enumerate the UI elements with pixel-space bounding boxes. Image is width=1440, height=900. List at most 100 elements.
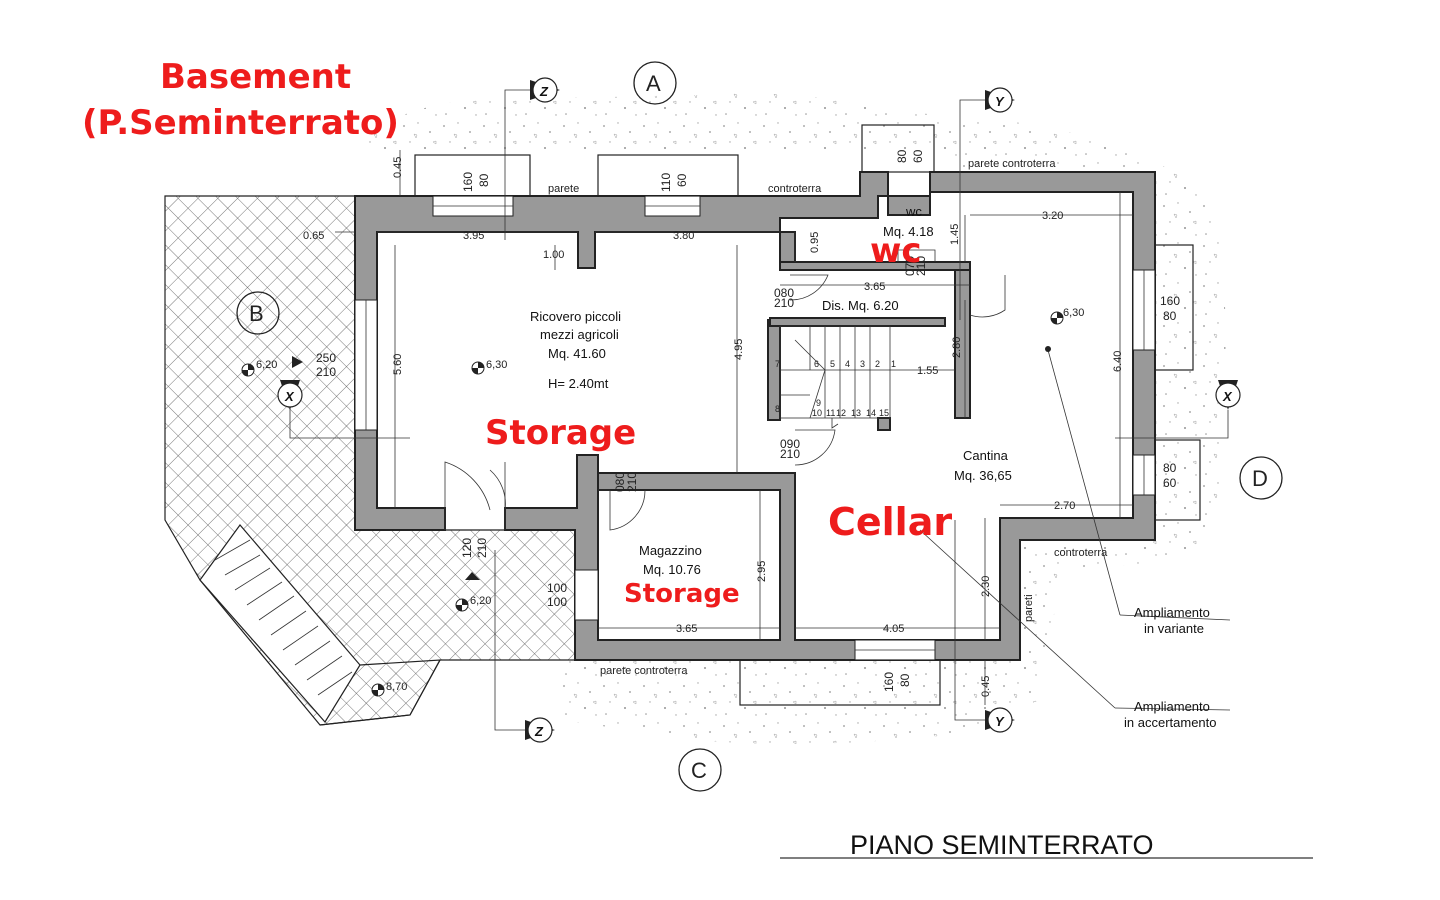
svg-text:5: 5: [830, 359, 835, 369]
room-ricovero-area: Mq. 41.60: [548, 346, 606, 361]
entry-arrow-icon: [465, 572, 480, 580]
door-code: 210: [780, 447, 800, 461]
note-accertamento-line1: Ampliamento: [1134, 699, 1210, 714]
dim-640: 6.40: [1112, 351, 1124, 372]
room-magazzino-name: Magazzino: [639, 543, 702, 558]
door-code: 210: [774, 296, 794, 310]
svg-text:9: 9: [816, 398, 821, 408]
svg-text:8: 8: [775, 404, 780, 414]
dim-295: 2.95: [756, 561, 768, 582]
header-title-it: (P.Seminterrato): [82, 103, 399, 143]
door-code: 080: [613, 472, 627, 492]
wall-label-parete: parete: [548, 183, 579, 195]
grid-marker-d-label: D: [1252, 466, 1268, 491]
walls: [354, 171, 1156, 661]
door-code: 080: [774, 286, 794, 300]
external-stair: [199, 524, 442, 726]
level-marker-icon: [455, 598, 469, 612]
dim-230: 2.30: [980, 576, 992, 597]
dim-155: 1.55: [917, 365, 938, 377]
section-marker-z-top[interactable]: Z: [530, 77, 560, 103]
dim-320: 3.20: [1042, 210, 1063, 222]
level-l3: 6,20: [470, 595, 491, 607]
dim-395: 3.95: [463, 230, 484, 242]
win-code: 80: [898, 673, 912, 687]
section-marker-y-top[interactable]: Y: [985, 87, 1015, 113]
dim-100: 1.00: [543, 249, 564, 261]
dim-045b: 0.45: [980, 676, 992, 697]
section-marker-z-bottom[interactable]: Z: [525, 717, 555, 743]
grid-marker-c-label: C: [691, 758, 707, 783]
win-code: 60: [1163, 476, 1177, 490]
wall-label-controterra: controterra: [768, 183, 822, 195]
level-l5: 8,70: [386, 681, 407, 693]
grid-marker-b[interactable]: [236, 291, 280, 335]
english-annotations: Basement (P.Seminterrato) Storage Storag…: [82, 57, 952, 609]
doors: [444, 249, 1006, 531]
stair-numbers: 6 5 4 3 2 1 10 11 12 13 14 15 7 8 9: [775, 359, 896, 418]
room-wc-area: Mq. 4.18: [883, 224, 934, 239]
wall-labels: parete controterra parete controterra co…: [548, 158, 1108, 677]
svg-text:7: 7: [775, 359, 780, 369]
leader-dot: [1045, 346, 1051, 352]
dim-380: 3.80: [673, 230, 694, 242]
door-code: 210: [625, 472, 639, 492]
level-l2: 6,20: [256, 359, 277, 371]
svg-text:11: 11: [826, 408, 835, 418]
grid-marker-b-label: B: [249, 301, 264, 326]
dim-280: 2.80: [951, 337, 963, 358]
dim-365b: 3.65: [676, 623, 697, 635]
dim-405: 4.05: [883, 623, 904, 635]
svg-text:12: 12: [836, 408, 846, 418]
grid-marker-a[interactable]: [633, 61, 677, 105]
notes: Ampliamento in variante Ampliamento in a…: [1124, 605, 1217, 730]
win-code: 80: [1163, 309, 1177, 323]
room-dis-name: Dis. Mq. 6.20: [822, 298, 899, 313]
svg-text:2: 2: [875, 359, 880, 369]
label-storage-main: Storage: [485, 413, 636, 453]
internal-stair: [779, 325, 891, 429]
svg-text:15: 15: [879, 408, 889, 418]
win-code: 60: [675, 173, 689, 187]
entry-arrow-icon: [292, 356, 303, 368]
svg-text:X: X: [1222, 389, 1233, 404]
svg-text:Z: Z: [539, 84, 549, 99]
level-marker-icon: [371, 683, 385, 697]
door-code: 120: [460, 538, 474, 558]
label-cellar: Cellar: [828, 500, 952, 544]
win-code: 80: [895, 149, 909, 163]
door-code: 070: [903, 256, 917, 276]
section-marker-x-left[interactable]: X: [277, 380, 303, 410]
door-code: 210: [914, 256, 928, 276]
level-markers: 6,30 6,20 6,20 6,30 8,70: [241, 307, 1084, 697]
svg-text:X: X: [284, 389, 295, 404]
grid-marker-d[interactable]: [1239, 456, 1283, 500]
dim-270: 2.70: [1054, 500, 1075, 512]
win-code: 60: [911, 149, 925, 163]
dim-495: 4.95: [733, 339, 745, 360]
win-code: 80: [477, 173, 491, 187]
room-labels: Ricovero piccoli mezzi agricoli Mq. 41.6…: [530, 204, 1012, 577]
wall-label-controterra: controterra: [1054, 547, 1108, 559]
dim-045a: 0.45: [392, 157, 404, 178]
room-ricovero-line2: mezzi agricoli: [540, 327, 619, 342]
dim-065: 0.65: [303, 230, 324, 242]
svg-text:Y: Y: [995, 94, 1005, 109]
note-variante-line2: in variante: [1144, 621, 1204, 636]
grid-marker-c[interactable]: [678, 748, 722, 792]
door-code: 210: [316, 365, 336, 379]
svg-text:13: 13: [851, 408, 861, 418]
win-code: 100: [547, 581, 567, 595]
label-wc: wc: [870, 231, 922, 271]
level-marker-icon: [471, 361, 485, 375]
svg-text:4: 4: [845, 359, 850, 369]
note-variante-line1: Ampliamento: [1134, 605, 1210, 620]
dimension-lines: [335, 150, 1133, 705]
ground-backfill: [360, 93, 1226, 744]
wall-label-parete-controterra: parete controterra: [968, 158, 1056, 170]
win-code: 80: [1163, 461, 1177, 475]
section-marker-y-bottom[interactable]: Y: [985, 707, 1015, 733]
section-marker-x-right[interactable]: X: [1215, 380, 1241, 410]
room-cantina-area: Mq. 36,65: [954, 468, 1012, 483]
